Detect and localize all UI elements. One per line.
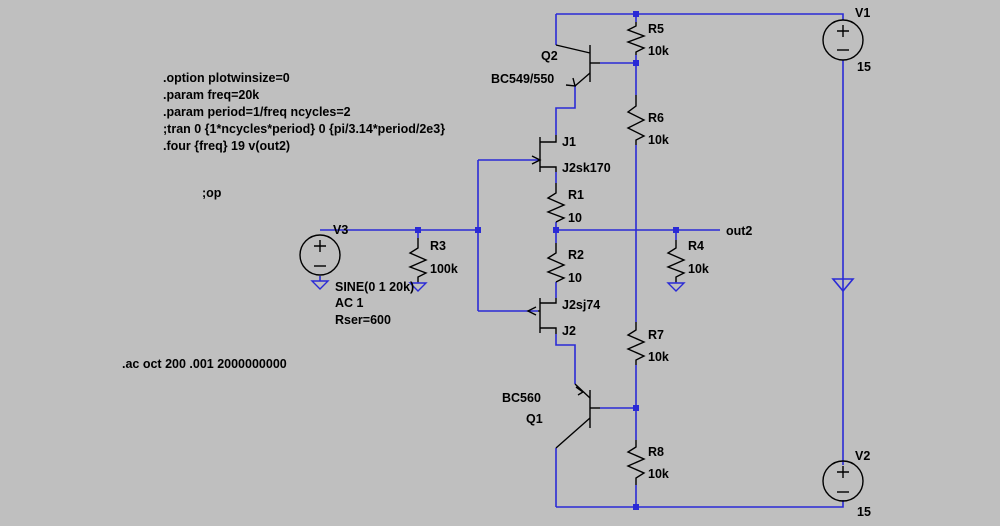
jfet-j2[interactable] (526, 298, 557, 334)
r7-value: 10k (648, 350, 669, 364)
v2-name: V2 (855, 449, 870, 463)
v3-name: V3 (333, 223, 348, 237)
v3-ac: AC 1 (335, 296, 364, 310)
q2-value: BC549/550 (491, 72, 554, 86)
r3-value: 100k (430, 262, 458, 276)
j2-value: J2sj74 (562, 298, 600, 312)
r1-value: 10 (568, 211, 582, 225)
r8-value: 10k (648, 467, 669, 481)
r2-value: 10 (568, 271, 582, 285)
r6-name: R6 (648, 111, 664, 125)
resistor-r5[interactable] (626, 22, 646, 55)
v1-name: V1 (855, 6, 870, 20)
r7-name: R7 (648, 328, 664, 342)
resistor-r2[interactable] (546, 243, 566, 283)
j1-name: J1 (562, 135, 576, 149)
q1-value: BC560 (502, 391, 541, 405)
v1-value: 15 (857, 60, 871, 74)
r5-value: 10k (648, 44, 669, 58)
ground-symbol-r4 (666, 282, 686, 292)
voltage-source-v1[interactable] (822, 19, 864, 61)
ground-symbol-r3 (408, 282, 428, 292)
r1-name: R1 (568, 188, 584, 202)
spice-directives[interactable]: .option plotwinsize=0 .param freq=20k .p… (163, 71, 445, 153)
r4-value: 10k (688, 262, 709, 276)
r8-name: R8 (648, 445, 664, 459)
r2-name: R2 (568, 248, 584, 262)
junction-dots (415, 11, 679, 510)
jfet-j1[interactable] (531, 135, 557, 172)
resistor-r3[interactable] (408, 238, 428, 282)
r4-name: R4 (688, 239, 704, 253)
resistor-r4[interactable] (666, 240, 686, 282)
resistor-r6[interactable] (626, 95, 646, 145)
j1-value: J2sk170 (562, 161, 611, 175)
net-label-out2[interactable]: out2 (726, 224, 752, 238)
voltage-source-v3[interactable] (299, 234, 341, 276)
resistor-r8[interactable] (626, 440, 646, 485)
directive-line: .option plotwinsize=0 (163, 71, 290, 85)
op-directive[interactable]: ;op (202, 186, 222, 200)
r6-value: 10k (648, 133, 669, 147)
resistor-r1[interactable] (546, 183, 566, 223)
resistor-r7[interactable] (626, 322, 646, 365)
q1-name: Q1 (526, 412, 543, 426)
voltage-source-v2[interactable] (822, 460, 864, 502)
j2-name: J2 (562, 324, 576, 338)
v3-rser: Rser=600 (335, 313, 391, 327)
directive-line: .param period=1/freq ncycles=2 (163, 105, 351, 119)
ac-directive[interactable]: .ac oct 200 .001 2000000000 (122, 357, 287, 371)
directive-line: .param freq=20k (163, 88, 259, 102)
r5-name: R5 (648, 22, 664, 36)
transistor-q2[interactable] (555, 44, 600, 87)
v2-value: 15 (857, 505, 871, 519)
directive-line: .four {freq} 19 v(out2) (163, 139, 290, 153)
r3-name: R3 (430, 239, 446, 253)
ground-symbol-v3 (310, 276, 330, 290)
v3-sine: SINE(0 1 20k) (335, 280, 414, 294)
transistor-q1[interactable] (555, 383, 600, 449)
q2-name: Q2 (541, 49, 558, 63)
directive-line: ;tran 0 {1*ncycles*period} 0 {pi/3.14*pe… (163, 122, 445, 136)
current-arrow-icon (831, 278, 855, 293)
